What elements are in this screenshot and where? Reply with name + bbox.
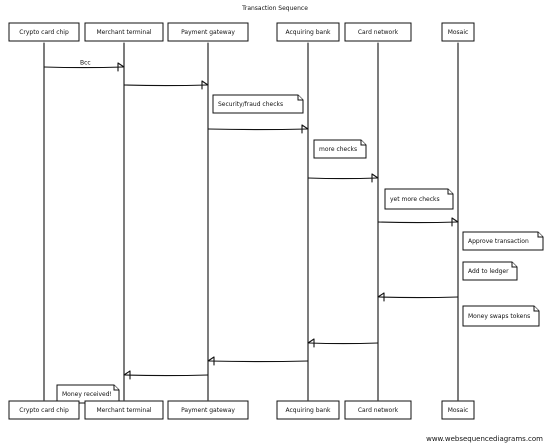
message-line [208,360,309,363]
participant-box [276,22,340,42]
note-7: Money received! [56,384,120,404]
note-box [313,139,367,159]
messages: Bcc [43,60,459,380]
note-4: Approve transaction [462,231,544,251]
note-fold [511,262,517,268]
participant-label: Card network [358,29,399,36]
message-label: Bcc [80,60,91,67]
participant-mosaic-bottom: Mosaic [441,400,475,420]
note-5: Add to ledger [462,261,518,281]
message-line [307,177,378,180]
note-1: Security/fraud checks [212,94,304,114]
arrowhead [201,80,209,90]
message-gateway-to-terminal [123,370,209,380]
participant-terminal-top: Merchant terminal [84,22,164,42]
participant-acquiring-bottom: Acquiring bank [276,400,340,420]
participant-label: Payment gateway [181,407,235,414]
participant-gateway-bottom: Payment gateway [167,400,249,420]
participant-mosaic-top: Mosaic [441,22,475,42]
arrowhead [451,217,459,227]
note-fold [297,95,303,101]
message-line [308,342,379,345]
note-box [384,188,454,210]
note-text: yet more checks [390,196,440,203]
note-fold [447,189,453,195]
note-box [56,384,120,404]
participant-label: Acquiring bank [286,29,332,36]
participant-chip-bottom: Crypto card chip [8,400,80,420]
message-line [124,374,209,377]
participants-top: Crypto card chip Merchant terminal Payment… [8,22,475,42]
participant-label: Merchant terminal [96,29,151,36]
participant-gateway-top: Payment gateway [167,22,249,42]
message-line [207,128,308,131]
participant-terminal-bottom: Merchant terminal [84,400,164,420]
message-gateway-to-acquiring [207,124,309,134]
note-box [462,305,540,327]
message-acquiring-to-network [307,173,379,183]
participant-box [84,22,164,42]
message-mosaic-to-network [377,292,459,302]
participant-label: Payment gateway [181,29,235,36]
note-text: Approve transaction [468,238,529,245]
participant-chip-top: Crypto card chip [8,22,80,42]
participant-label: Merchant terminal [96,407,151,414]
participant-box [8,400,80,420]
participant-box [84,400,164,420]
participant-label: Card network [358,407,399,414]
participant-network-bottom: Card network [344,400,412,420]
arrowhead [117,62,125,72]
note-fold [537,232,543,238]
arrowhead [123,370,131,380]
participant-box [441,22,475,42]
message-line [43,66,124,69]
message-terminal-to-gateway [123,80,209,90]
notes: Security/fraud checks more checks yet more… [56,94,544,404]
message-network-to-acquiring [307,338,379,348]
message-acquiring-to-gateway [207,356,309,366]
participant-label: Mosaic [448,407,469,414]
note-fold [533,306,539,312]
diagram-title: Transaction Sequence [241,5,308,12]
note-2: more checks [313,139,367,159]
note-fold [113,385,119,391]
message-network-to-mosaic [377,217,459,227]
arrowhead [307,338,315,348]
note-3: yet more checks [384,188,454,210]
participant-box [344,22,412,42]
participant-box [167,22,249,42]
note-text: Money received! [62,391,112,398]
note-box [212,94,304,114]
note-text: Add to ledger [468,268,509,275]
participant-box [8,22,80,42]
note-box [462,261,518,281]
note-box [462,231,544,251]
note-fold [360,140,366,146]
participant-network-top: Card network [344,22,412,42]
participant-label: Mosaic [448,29,469,36]
participant-label: Crypto card chip [19,407,69,414]
participant-acquiring-top: Acquiring bank [276,22,340,42]
participants-bottom: Crypto card chip Merchant terminal Payment… [8,400,475,420]
participant-box [276,400,340,420]
note-text: Security/fraud checks [218,101,283,108]
message-line [123,84,208,87]
arrowhead [301,124,309,134]
participant-label: Acquiring bank [286,407,332,414]
arrowhead [207,356,215,366]
note-text: Money swaps tokens [468,313,530,320]
note-text: more checks [319,146,357,153]
message-line [377,221,458,224]
arrowhead [377,292,385,302]
message-line [378,296,459,299]
arrowhead [371,173,379,183]
participant-box [441,400,475,420]
watermark: www.websequencediagrams.com [426,435,543,443]
participant-label: Crypto card chip [19,29,69,36]
message-chip-to-terminal: Bcc [43,60,125,72]
note-6: Money swaps tokens [462,305,540,327]
participant-box [167,400,249,420]
participant-box [344,400,412,420]
